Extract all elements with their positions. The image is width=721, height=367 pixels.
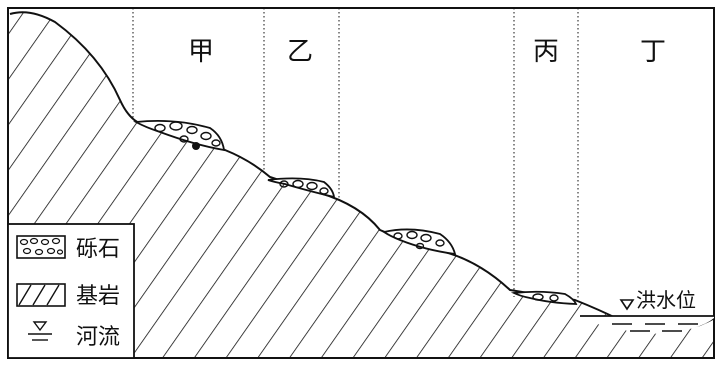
legend-label-river: 河流 <box>76 325 120 350</box>
flood-level-triangle-icon <box>619 299 635 311</box>
flood-level-label: 洪水位 <box>636 288 696 312</box>
bedrock-hatch-icon <box>16 283 66 307</box>
flood-level-marker: 洪水位 <box>619 288 696 312</box>
gravel-deposit-middle <box>381 228 457 256</box>
legend-item-river: 河流 <box>28 321 120 350</box>
gravel-deposit-jia <box>133 119 226 152</box>
legend-label-bedrock: 基岩 <box>76 284 120 309</box>
bedrock-hatched-area <box>8 12 714 358</box>
gravel-deposit-bing <box>510 290 578 305</box>
zone-label-jia: 甲 <box>188 37 214 67</box>
legend: 砾石 基岩 河流 <box>7 223 135 359</box>
gravel-deposit-yi <box>267 177 336 199</box>
zone-dividers <box>132 8 579 300</box>
gravel-icon <box>16 235 66 259</box>
legend-item-gravel: 砾石 <box>16 235 120 262</box>
zone-label-yi: 乙 <box>287 37 313 67</box>
legend-label-gravel: 砾石 <box>76 237 120 262</box>
zone-label-ding: 丁 <box>640 37 666 67</box>
river-water <box>580 315 714 334</box>
river-level-icon <box>28 321 52 341</box>
zone-label-bing: 丙 <box>533 37 559 67</box>
legend-item-bedrock: 基岩 <box>16 283 120 309</box>
